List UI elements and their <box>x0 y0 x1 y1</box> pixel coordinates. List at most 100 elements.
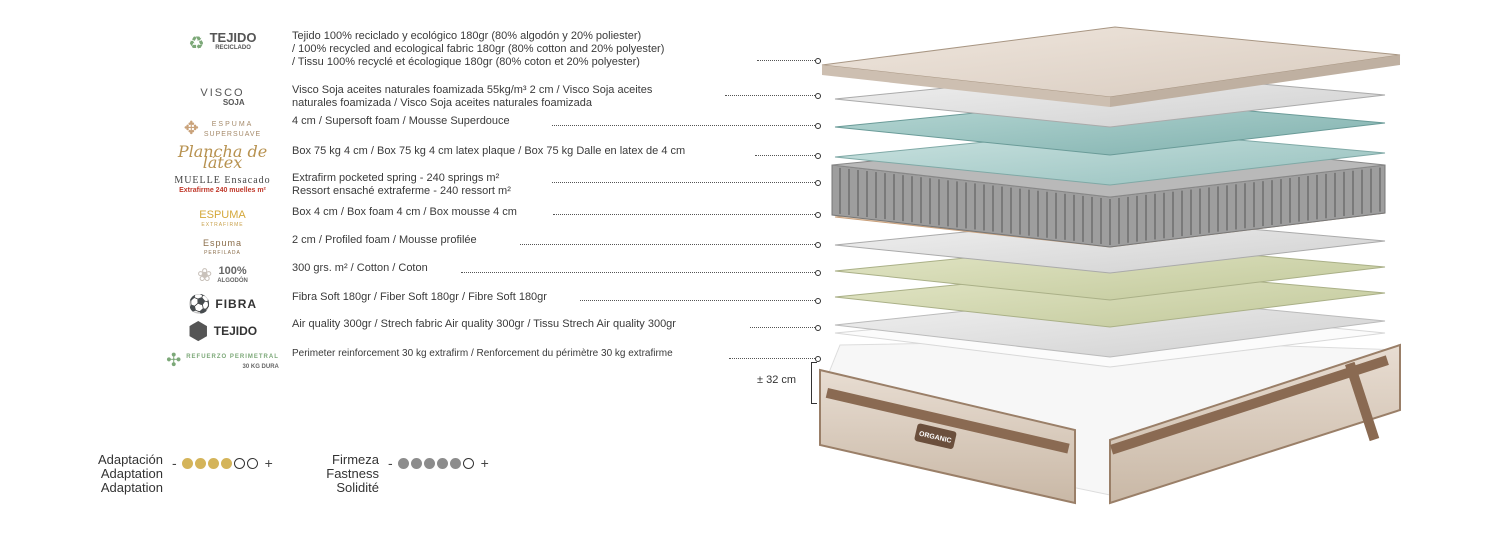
layer-description: Tejido 100% reciclado y ecológico 180gr … <box>292 30 664 69</box>
leader-line <box>755 155 815 156</box>
layer-logo-text: VISCO <box>200 86 245 99</box>
layer-logo-text: REFUERZO PERIMETRAL <box>186 353 279 360</box>
layer-logo-subtext: Extrafirme 240 muelles m² <box>179 187 266 194</box>
adaptation-labels: Adaptación Adaptation Adaptation <box>60 453 163 495</box>
adaptation-label-fr: Adaptation <box>100 480 163 495</box>
firmness-dot <box>462 457 474 469</box>
height-label: ± 32 cm <box>757 374 797 386</box>
layer-description-line: naturales foamizada / Visco Soja aceites… <box>292 97 593 109</box>
firmness-label-es: Firmeza <box>332 452 379 467</box>
firmness-dot <box>423 457 435 469</box>
leader-dot <box>815 58 821 64</box>
adaptation-label-es: Adaptación <box>97 452 163 467</box>
layer-description-line: / 100% recycled and ecological fabric 18… <box>292 43 665 55</box>
flower-icon: ✥ <box>183 117 199 138</box>
adaptation-dot <box>181 457 193 469</box>
layer-logo-text: TEJIDO <box>209 30 257 45</box>
layer-logo: ⬢ TEJIDO <box>160 316 285 346</box>
adaptation-dot <box>220 457 232 469</box>
leader-line <box>552 182 815 183</box>
layer-description-line: 4 cm / Supersoft foam / Mousse Superdouc… <box>292 115 510 127</box>
firmness-label-en: Fastness <box>326 466 379 481</box>
layer-description: Perimeter reinforcement 30 kg extrafirm … <box>292 347 673 360</box>
layer-description: Extrafirm pocketed spring - 240 springs … <box>292 172 511 198</box>
leader-line <box>520 244 815 245</box>
layer-item: ⚽ FIBRA Fibra Soft 180gr / Fiber Soft 180g… <box>160 289 825 319</box>
layer-item: ⬢ TEJIDO Air quality 300gr / Strech fabric… <box>160 316 825 346</box>
layer-description-line: Fibra Soft 180gr / Fiber Soft 180gr / Fi… <box>292 291 547 303</box>
adaptation-dot <box>194 457 206 469</box>
leader-line <box>729 358 815 359</box>
firmness-label-fr: Solidité <box>336 480 379 495</box>
layer-description-line: Box 4 cm / Box foam 4 cm / Box mousse 4 … <box>292 206 517 218</box>
leader-line <box>552 125 815 126</box>
layer-logo-text: 100% <box>218 264 247 277</box>
layer-description-line: Visco Soja aceites naturales foamizada 5… <box>292 84 653 96</box>
mattress-base: ORGANIC <box>819 339 1401 505</box>
adaptation-dot <box>246 457 258 469</box>
layer-logo-text: MUELLE Ensacado <box>174 175 271 186</box>
layer-description-line: Extrafirm pocketed spring - 240 springs … <box>292 172 500 184</box>
adaptation-rating: -+ <box>172 455 273 471</box>
leader-dot <box>815 212 821 218</box>
layer-logo-text: ESPUMA <box>199 208 246 221</box>
firmness-dot <box>436 457 448 469</box>
cotton-icon: ❀ <box>197 264 213 285</box>
leader-dot <box>815 242 821 248</box>
layer-description-line: Box 75 kg 4 cm / Box 75 kg 4 cm latex pl… <box>292 145 686 157</box>
leader-dot <box>815 180 821 186</box>
layer-description: Air quality 300gr / Strech fabric Air qu… <box>292 318 676 331</box>
leader-dot <box>815 270 821 276</box>
layer-logo: ✣ REFUERZO PERIMETRAL 30 KG DURA <box>160 345 285 375</box>
leader-dot <box>815 153 821 159</box>
layer-logo-subtext: ALGODÓN <box>217 277 248 284</box>
layer-item: ✣ REFUERZO PERIMETRAL 30 KG DURA Perimeter … <box>160 345 825 375</box>
leader-line <box>725 95 815 96</box>
layer-logo-subtext: 30 KG DURA <box>242 363 279 370</box>
layer-logo: Plancha de látex <box>160 143 285 173</box>
firmness-rating: -+ <box>388 455 489 471</box>
adaptation-label-en: Adaptation <box>100 466 163 481</box>
layer-logo-text: ESPUMA <box>211 120 254 128</box>
reinforce-icon: ✣ <box>166 349 182 370</box>
layer-logo: ⚽ FIBRA <box>160 289 285 319</box>
layer-logo-text: FIBRA <box>215 297 258 311</box>
layer-logo-text: TEJIDO <box>213 324 258 338</box>
layer-description-line: 2 cm / Profiled foam / Mousse profilée <box>292 234 477 246</box>
leader-line <box>757 60 815 61</box>
layer-description-line: Tejido 100% reciclado y ecológico 180gr … <box>292 30 642 42</box>
layer-top-fabric <box>821 26 1401 107</box>
leader-line <box>580 300 815 301</box>
firmness-dot <box>410 457 422 469</box>
layer-description: 2 cm / Profiled foam / Mousse profilée <box>292 234 477 247</box>
firmness-dot <box>397 457 409 469</box>
leader-dot <box>815 93 821 99</box>
layer-description: Visco Soja aceites naturales foamizada 5… <box>292 84 652 110</box>
leader-line <box>750 327 815 328</box>
layer-description: Box 75 kg 4 cm / Box 75 kg 4 cm latex pl… <box>292 145 685 158</box>
layer-logo-subtext: PERFILADA <box>204 249 241 256</box>
layer-description-line: / Tissu 100% recyclé et écologique 180gr… <box>292 56 640 68</box>
layer-logo-text: Plancha de látex <box>177 142 268 172</box>
layer-logo-subtext: RECICLADO <box>215 45 251 51</box>
layer-description-line: Ressort ensaché extraferme - 240 ressort… <box>292 185 511 197</box>
adaptation-dot <box>207 457 219 469</box>
leader-dot <box>815 356 821 362</box>
layer-description: Fibra Soft 180gr / Fiber Soft 180gr / Fi… <box>292 291 547 304</box>
ball-icon: ⚽ <box>187 293 211 314</box>
layer-item: Plancha de látex Box 75 kg 4 cm / Box 75 … <box>160 143 825 173</box>
leader-dot <box>815 325 821 331</box>
layer-description-line: 300 grs. m² / Cotton / Coton <box>292 262 428 274</box>
hexagon-icon: ⬢ <box>187 317 209 345</box>
adaptation-dot <box>233 457 245 469</box>
layer-description: 4 cm / Supersoft foam / Mousse Superdouc… <box>292 115 510 128</box>
layer-description-line: Perimeter reinforcement 30 kg extrafirm … <box>292 348 673 359</box>
firmness-dot <box>449 457 461 469</box>
firmness-plus: + <box>480 455 489 471</box>
